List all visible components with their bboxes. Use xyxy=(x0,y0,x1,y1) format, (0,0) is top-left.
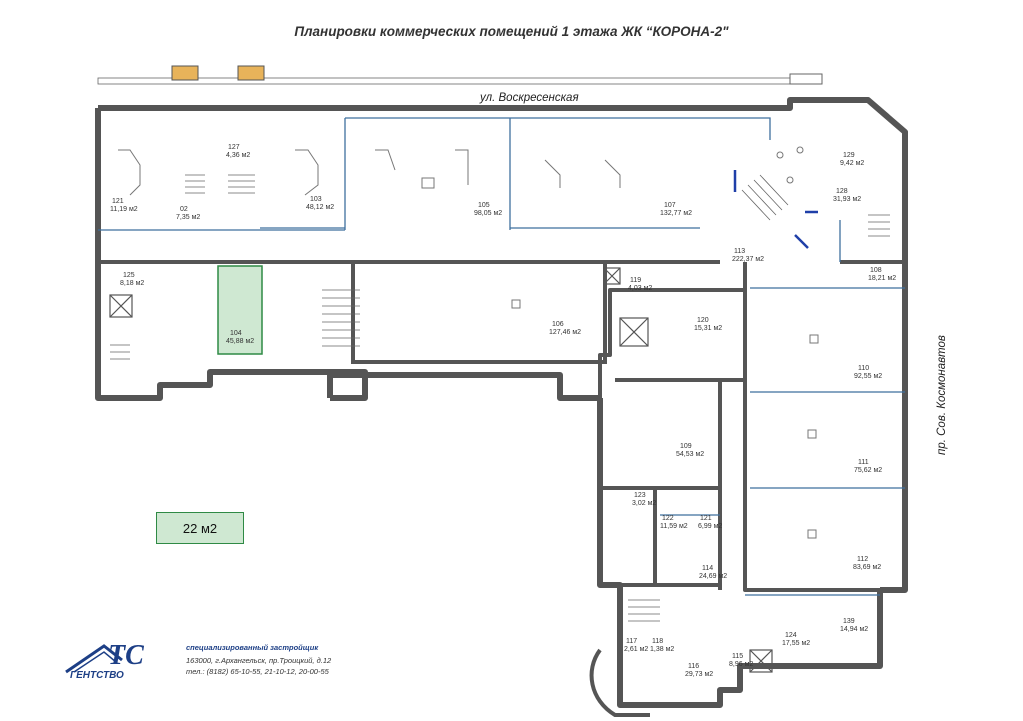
elevators xyxy=(109,267,773,673)
room-area: 24,69 м2 xyxy=(699,573,727,580)
room-num: 108 xyxy=(870,267,882,274)
roof-icon xyxy=(65,644,123,674)
room-area: 15,31 м2 xyxy=(694,325,722,332)
room-num: 121 xyxy=(112,198,124,205)
room-area: 2,61 м2 xyxy=(624,646,648,653)
logo-mark: ТС xyxy=(108,640,144,671)
stair-rails xyxy=(733,170,818,249)
room-num: 110 xyxy=(858,365,869,372)
room-area: 92,55 м2 xyxy=(854,373,882,380)
room-num: 106 xyxy=(552,321,564,328)
logo-word: ГЕНТСТВО xyxy=(70,670,124,681)
round-tower xyxy=(589,648,650,717)
room-area: 31,93 м2 xyxy=(833,196,861,203)
legend-area-box: 22 м2 xyxy=(156,512,244,544)
room-num: 139 xyxy=(843,618,855,625)
building-walls xyxy=(95,97,908,708)
room-num: 105 xyxy=(478,202,490,209)
room-area: 4,03 м2 xyxy=(628,285,652,292)
room-area: 29,73 м2 xyxy=(685,671,713,678)
interior-walls xyxy=(98,260,905,590)
room-area: 14,94 м2 xyxy=(840,626,868,633)
developer-phone: тел.: (8182) 65-10-55, 21-10-12, 20-00-5… xyxy=(186,667,329,676)
room-num: 129 xyxy=(843,152,855,159)
room-num: 123 xyxy=(634,492,646,499)
room-num: 111 xyxy=(858,459,869,466)
room-104-highlight[interactable] xyxy=(217,265,263,355)
room-area: 45,88 м2 xyxy=(226,338,254,345)
room-area: 3,02 м2 xyxy=(632,500,656,507)
room-labels: 127 4,36 м2 121 11,19 м2 02 7,35 м2 103 … xyxy=(110,144,896,678)
room-num: 115 xyxy=(732,653,743,660)
room-area: 222,37 м2 xyxy=(732,256,764,263)
room-num: 02 xyxy=(180,206,188,213)
room-area: 9,42 м2 xyxy=(840,160,864,167)
room-area: 17,55 м2 xyxy=(782,640,810,647)
room-num: 109 xyxy=(680,443,692,450)
fixtures xyxy=(118,146,819,539)
room-num: 112 xyxy=(857,556,868,563)
room-area: 8,96 м2 xyxy=(729,661,753,668)
room-area: 127,46 м2 xyxy=(549,329,581,336)
room-num: 120 xyxy=(697,317,709,324)
room-num: 113 xyxy=(734,248,745,255)
room-num: 116 xyxy=(688,663,699,670)
room-num: 128 xyxy=(836,188,848,195)
room-area: 6,99 м2 xyxy=(698,523,722,530)
street-right: пр. Сов. Космонавтов xyxy=(936,335,948,455)
room-num: 122 xyxy=(662,515,674,522)
room-area: 132,77 м2 xyxy=(660,210,692,217)
room-num: 125 xyxy=(123,272,135,279)
partitions xyxy=(98,117,905,596)
street-top: ул. Воскресенская xyxy=(479,92,579,104)
room-num: 114 xyxy=(702,565,713,572)
room-num: 107 xyxy=(664,202,676,209)
room-area: 4,36 м2 xyxy=(226,152,250,159)
room-area: 7,35 м2 xyxy=(176,214,200,221)
room-area: 83,69 м2 xyxy=(853,564,881,571)
room-num: 121 xyxy=(700,515,712,522)
room-area: 11,59 м2 xyxy=(660,523,688,530)
room-num: 103 xyxy=(310,196,322,203)
room-area: 1,38 м2 xyxy=(650,646,674,653)
developer-address: 163000, г.Архангельск, пр.Троицкий, д.12 xyxy=(186,656,332,665)
developer-tagline: специализированный застройщик xyxy=(186,643,319,652)
room-num: 117 xyxy=(626,638,637,645)
room-num: 119 xyxy=(630,277,641,284)
developer-logo: ТС ГЕНТСТВО специализированный застройщи… xyxy=(64,640,364,686)
room-area: 54,53 м2 xyxy=(676,451,704,458)
room-area: 11,19 м2 xyxy=(110,206,138,213)
room-area: 75,62 м2 xyxy=(854,467,882,474)
room-area: 18,21 м2 xyxy=(868,275,896,282)
room-num: 104 xyxy=(230,330,242,337)
room-area: 98,05 м2 xyxy=(474,210,502,217)
room-num: 127 xyxy=(228,144,240,151)
room-num: 118 xyxy=(652,638,663,645)
room-area: 8,18 м2 xyxy=(120,280,144,287)
room-num: 124 xyxy=(785,632,797,639)
page-title: Планировки коммерческих помещений 1 этаж… xyxy=(294,24,729,39)
room-area: 48,12 м2 xyxy=(306,204,334,211)
stairs xyxy=(110,174,890,622)
balcony-strip xyxy=(97,65,823,85)
